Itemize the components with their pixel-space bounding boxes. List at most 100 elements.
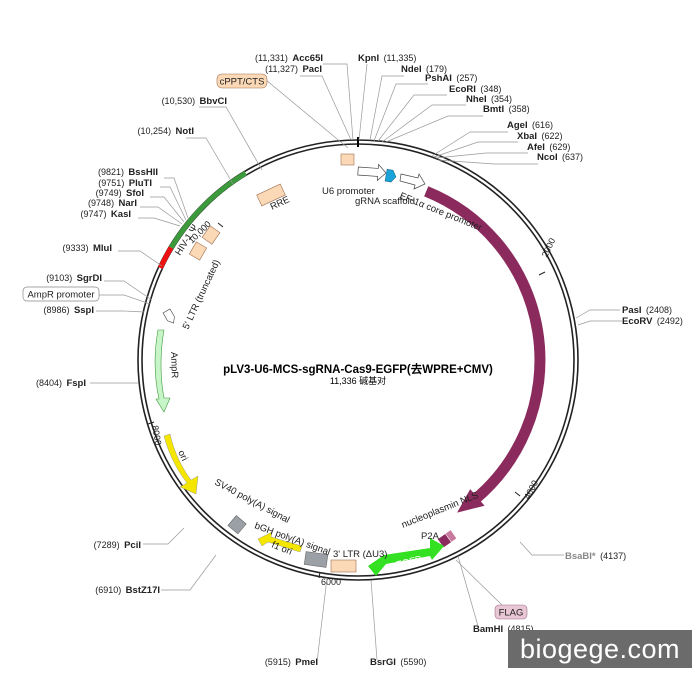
restriction-sites: (11,331) Acc65I (11,327) PacI KpnI (11,3… (36, 53, 683, 669)
site-sgrdi: (9103) SgrDI (46, 268, 102, 285)
backbone-inner-ring (141, 143, 575, 577)
site-xbai: XbaI (622) (517, 126, 563, 143)
leader-flag (455, 559, 506, 609)
ampr-promoter-label-box (22, 286, 100, 302)
leader-pmei (316, 577, 328, 663)
site-bstz17i: (6910) BstZ17I (95, 580, 160, 597)
leader-pluti (160, 186, 187, 221)
site-pluti: (9751) PluTI (98, 173, 152, 190)
leader-kpni (358, 63, 368, 141)
cppt-label-box (216, 73, 268, 89)
tick-10000 (217, 222, 224, 228)
nls-feature (437, 534, 451, 548)
site-bmti: BmtI (358) (483, 99, 530, 116)
grna-scaffold-feature (384, 168, 397, 183)
rre-feature (256, 183, 286, 207)
ltr5-feature (188, 241, 208, 261)
plasmid-length: 11,336 碱基对 (330, 375, 386, 386)
ltr-green-segment (168, 170, 247, 249)
site-paci: (11,327) PacI (265, 59, 322, 76)
leader-paci (300, 75, 352, 141)
leader-bsrgi (370, 579, 378, 661)
leader-sfoi (150, 196, 185, 223)
cppt-label: cPPT/CTS (220, 77, 265, 88)
leader-bsabi (519, 541, 564, 556)
site-noti: (10,254) NotI (138, 121, 194, 138)
site-fspi: (8404) FspI (36, 373, 86, 390)
leader-kasi (138, 217, 181, 227)
site-kasi: (9747) KasI (80, 204, 131, 221)
flag-label-box (494, 604, 528, 620)
site-ndei: NdeI (179) (401, 59, 447, 76)
egfp-feature (368, 538, 444, 576)
leader-acc65i (323, 63, 354, 141)
leader-bamhi (457, 555, 479, 627)
leader-afei (435, 152, 528, 159)
u6-promoter-feature (357, 163, 387, 182)
mlui-red-segment (158, 246, 174, 269)
leader-ecorv (577, 320, 622, 326)
u6-promoter-label: U6 promoter (322, 186, 375, 197)
f1-ori-feature (257, 531, 303, 553)
leader-mlui (118, 250, 163, 267)
site-ecorv: EcoRV (2492) (622, 311, 683, 328)
site-agei: AgeI (616) (507, 115, 553, 132)
ampr-feature (154, 329, 171, 413)
leader-cppt (242, 79, 349, 149)
ef1a-promoter-feature (399, 173, 426, 190)
ltr5-label: 5' LTR (truncated) (181, 258, 223, 331)
sv40-feature (227, 515, 247, 535)
tick-2000 (538, 271, 546, 276)
leader-ndei (369, 75, 404, 141)
site-afei: AfeI (629) (527, 137, 570, 154)
site-sfoi: (9749) SfoI (96, 183, 144, 200)
grna-scaffold-label: gRNA scaffold (355, 196, 415, 207)
ampr-promoter-label: AmpR promoter (27, 290, 94, 301)
nls-label: nucleoplasmin NLS (400, 490, 480, 531)
leader-pasi (575, 309, 620, 319)
site-nari: (9748) NarI (88, 193, 137, 210)
leader-pcii (143, 527, 185, 545)
leader-sgrdi (104, 280, 153, 301)
site-pshai: PshAI (257) (425, 68, 477, 85)
site-ncoi: NcoI (637) (537, 147, 583, 164)
leader-bmti (385, 115, 483, 143)
leader-noti (186, 137, 234, 185)
ori-feature (163, 433, 199, 495)
flag-label: FLAG (499, 608, 524, 619)
leader-agei (431, 131, 508, 157)
tick-8000 (147, 421, 155, 425)
leader-sspi (96, 310, 145, 313)
hiv-psi-feature (201, 225, 221, 245)
leader-xbai (433, 141, 518, 158)
cppt-feature (340, 153, 355, 166)
site-pcii: (7289) PciI (94, 535, 141, 552)
site-mlui: (9333) MluI (63, 238, 112, 255)
tick-label-8000: 8000 (150, 425, 163, 446)
cas9-label: Cas9 (544, 350, 559, 374)
site-bbvci: (10,530) BbvCI (162, 91, 227, 108)
p2a-label: P2A (421, 531, 440, 542)
cas9-feature (424, 186, 546, 504)
tick-label-6000: 6000 (321, 577, 341, 587)
leader-nhei (381, 104, 466, 143)
watermark: biogege.com (508, 630, 692, 668)
cas9-arrowhead (457, 489, 485, 513)
leader-ncoi (437, 159, 538, 165)
leader-ecori (377, 94, 447, 142)
tick-4000 (514, 491, 521, 497)
site-bsrgi: BsrGI (5590) (370, 652, 426, 669)
leader-bbvci (199, 106, 263, 171)
ltr3-label: 3' LTR (ΔU3) (333, 549, 387, 560)
site-ecori: EcoRI (348) (449, 79, 501, 96)
bgh-feature (303, 551, 329, 568)
site-bsabi: BsaBI* (4137) (565, 546, 626, 563)
site-nhei: NheI (354) (466, 89, 512, 106)
site-pmei: (5915) PmeI (265, 652, 318, 669)
leader-nari (140, 206, 183, 225)
site-pasi: PasI (2408) (622, 300, 672, 317)
leader-ampr-promoter (98, 294, 151, 305)
tick-label-4000: 4000 (522, 479, 540, 501)
tick-6000 (318, 571, 321, 579)
